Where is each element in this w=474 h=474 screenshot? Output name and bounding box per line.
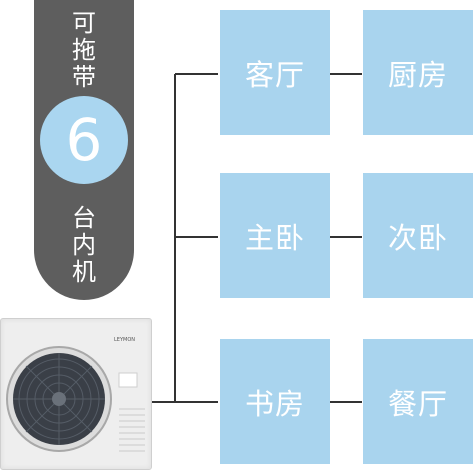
capacity-char: 带 (72, 63, 96, 91)
capacity-label-top: 可 拖 带 (34, 10, 134, 91)
room-box: 餐厅 (363, 339, 473, 464)
capacity-number-circle: 6 (40, 96, 128, 184)
capacity-char: 拖 (72, 36, 96, 64)
capacity-char: 台 (72, 204, 96, 232)
capacity-char: 可 (72, 9, 96, 37)
outdoor-unit-icon (6, 346, 145, 452)
capacity-char: 机 (72, 258, 96, 286)
room-box: 次卧 (363, 173, 473, 298)
capacity-label-bottom: 台 内 机 (34, 205, 134, 286)
outdoor-unit: LEYMON (0, 318, 152, 470)
capacity-number: 6 (65, 106, 103, 174)
room-box: 书房 (220, 339, 330, 464)
room-box: 厨房 (363, 10, 473, 135)
capacity-char: 内 (72, 231, 96, 259)
room-box: 客厅 (220, 10, 330, 135)
outdoor-unit-brand: LEYMON (114, 337, 135, 343)
room-box: 主卧 (220, 173, 330, 298)
